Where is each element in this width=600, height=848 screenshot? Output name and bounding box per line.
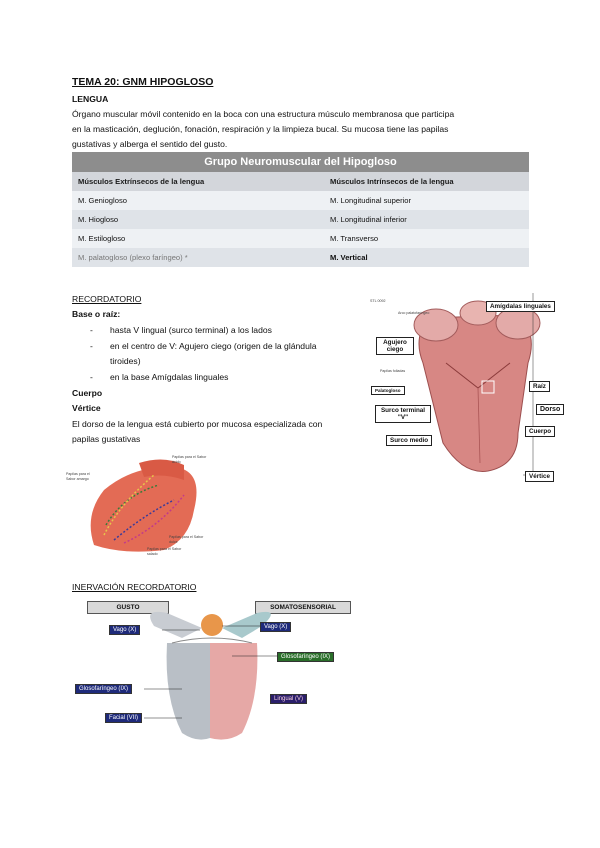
tongue-anatomy-image [413, 293, 541, 476]
table-header-intrinsic: Músculos Intrínsecos de la lengua [324, 172, 529, 191]
tongue-anatomy-figure: STL 0092 Arco palatofaríngeo Amígdalas l… [368, 293, 573, 488]
sabor-acido-label: Papilas para el Sabor ácido [172, 455, 207, 464]
raiz-label: Raíz [529, 381, 550, 392]
surco-terminal-label: Surco terminal "V" [375, 405, 431, 423]
table-row: M. Estilogloso M. Transverso [72, 229, 529, 248]
list-item: -en la base Amígdalas linguales [90, 372, 229, 382]
vertice-label: Vértice [72, 403, 101, 413]
cuerpo-label: Cuerpo [72, 388, 103, 398]
table-title: Grupo Neuromuscular del Hipogloso [72, 152, 529, 172]
arco-label: Arco palatofaríngeo [398, 311, 430, 315]
list-item: tiroides) [110, 356, 141, 366]
intro-paragraph: Órgano muscular móvil contenido en la bo… [72, 107, 532, 152]
table-cell: M. Hiogloso [72, 210, 324, 229]
base-label: Base o raíz: [72, 309, 121, 319]
inervacion-heading: INERVACIÓN RECORDATORIO [72, 582, 197, 592]
amigdalas-label: Amígdalas linguales [486, 301, 555, 312]
table-cell: M. Transverso [324, 229, 529, 248]
list-item: -en el centro de V: Agujero ciego (orige… [90, 341, 317, 351]
glosofaringeo-gusto-label: Glosofaríngeo (IX) [75, 684, 133, 694]
text-line: papilas gustativas [72, 434, 141, 444]
taste-map-figure: Papilas para el Sabor amargo Papilas par… [64, 455, 224, 560]
palatogloso-label: Palatogloso [371, 386, 405, 395]
agujero-label: Agujero ciego [376, 337, 414, 355]
sabor-dulce-label: Papilas para el Sabor dulce [169, 535, 204, 544]
vago-gusto-label: Vago (X) [109, 625, 141, 635]
dorso-label: Dorso [536, 404, 565, 415]
surco-medio-label: Surco medio [386, 435, 433, 446]
table-cell: M. palatogloso (plexo faríngeo) * [72, 248, 324, 267]
vago-somato-label: Vago (X) [260, 622, 292, 632]
muscle-table: Grupo Neuromuscular del Hipogloso Múscul… [72, 152, 529, 267]
innervation-figure: GUSTO SOMATOSENSORIAL Vago (X) Vago (X) … [72, 598, 354, 746]
intro-line: gustativas y alberga el sentido del gust… [72, 139, 228, 149]
innervation-image [144, 611, 300, 740]
dorso-paragraph: El dorso de la lengua está cubierto por … [72, 417, 372, 447]
papilas-label: Papilas foliadas [380, 369, 406, 373]
table-cell: M. Longitudinal inferior [324, 210, 529, 229]
intro-line: Órgano muscular móvil contenido en la bo… [72, 109, 455, 119]
page-title: TEMA 20: GNM HIPOGLOSO [72, 76, 214, 88]
recordatorio-heading: RECORDATORIO [72, 294, 142, 304]
sabor-amargo-label: Papilas para el Sabor amargo [66, 472, 90, 481]
table-header-extrinsic: Músculos Extrínsecos de la lengua [72, 172, 324, 191]
table-row: M. Hiogloso M. Longitudinal inferior [72, 210, 529, 229]
lingual-label: Lingual (V) [270, 694, 308, 704]
intro-line: en la masticación, deglución, fonación, … [72, 124, 449, 134]
list-item: -hasta V lingual (surco terminal) a los … [90, 325, 272, 335]
section-label: LENGUA [72, 94, 109, 104]
table-row: M. palatogloso (plexo faríngeo) * M. Ver… [72, 248, 529, 267]
taste-map-image [90, 459, 197, 552]
somatosensorial-header: SOMATOSENSORIAL [255, 601, 351, 614]
gusto-header: GUSTO [87, 601, 169, 614]
table-cell: M. Vertical [324, 248, 529, 267]
facial-label: Facial (VII) [105, 713, 143, 723]
table-cell: M. Longitudinal superior [324, 191, 529, 210]
sabor-salado-label: Papilas para el Sabor salado [147, 547, 182, 556]
glosofaringeo-somato-label: Glosofaríngeo (IX) [277, 652, 335, 662]
vertice-label-fig: Vértice [525, 471, 555, 482]
figure-code: STL 0092 [370, 299, 386, 303]
text-line: El dorso de la lengua está cubierto por … [72, 419, 323, 429]
table-cell: M. Geniogloso [72, 191, 324, 210]
table-cell: M. Estilogloso [72, 229, 324, 248]
cuerpo-label-fig: Cuerpo [525, 426, 556, 437]
bullet-list: -hasta V lingual (surco terminal) a los … [90, 323, 370, 385]
table-row: M. Geniogloso M. Longitudinal superior [72, 191, 529, 210]
